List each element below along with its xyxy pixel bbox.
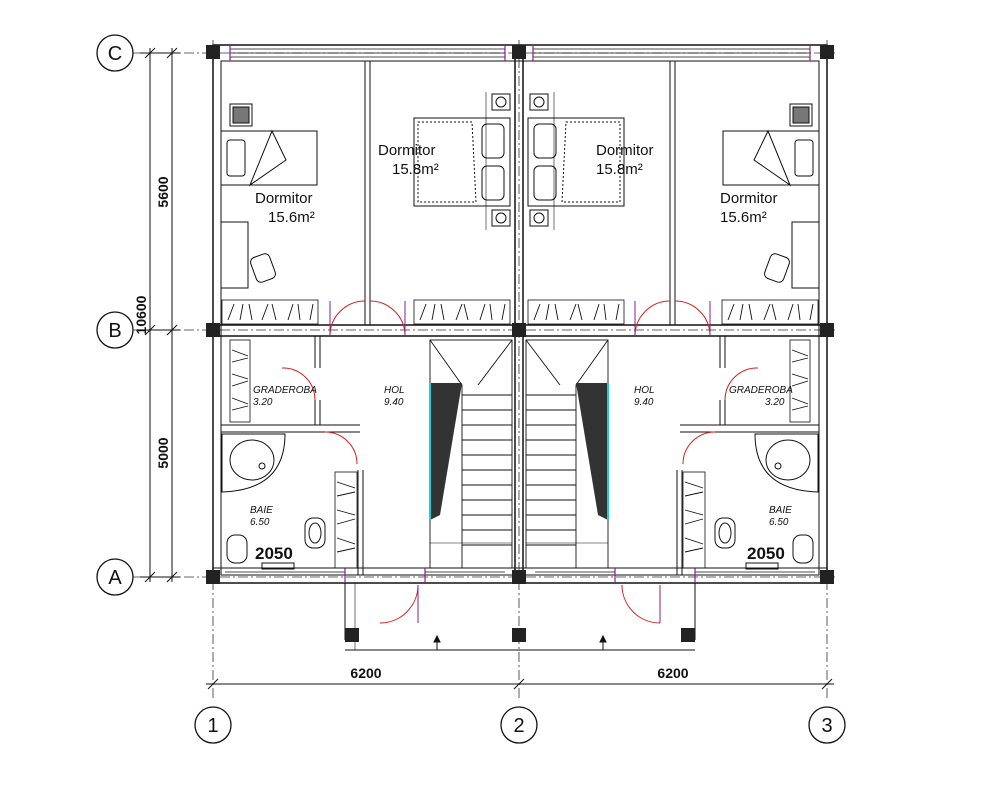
room-name-bath-right: BAIE: [769, 505, 792, 516]
stair-left-landing: [430, 383, 462, 520]
desk-left: [220, 221, 276, 289]
room-name-wardrobe-left: GRADEROBA: [253, 385, 317, 396]
axis-label-1: 1: [207, 715, 218, 737]
room-name-hall-right: HOL: [634, 385, 655, 396]
axis-label-2: 2: [513, 715, 524, 737]
room-name-bath-left: BAIE: [250, 505, 273, 516]
room-area-hall-left: 9.40: [384, 397, 404, 408]
room-area-bath-right: 6.50: [769, 517, 789, 528]
dim-vertical-total: 10600: [133, 295, 149, 334]
axis-label-3: 3: [821, 715, 832, 737]
dim-bath-right: 2050: [747, 544, 785, 563]
axis-bubble-C: C: [96, 34, 134, 72]
bathtub-left: [221, 433, 286, 493]
room-name-bedroom-small-left: Dormitor: [255, 190, 313, 207]
room-name-wardrobe-right: GRADEROBA: [729, 385, 793, 396]
room-area-bedroom-large-right: 15.8m²: [596, 161, 643, 178]
horizontal-dimensions: [206, 678, 834, 690]
fixtures-right: [714, 517, 814, 570]
vertical-dimensions: [140, 47, 180, 583]
dim-vertical-top: 5600: [155, 176, 171, 207]
room-area-wardrobe-left: 3.20: [253, 397, 273, 408]
stair-right-landing: [576, 383, 608, 520]
axis-bubble-2: 2: [500, 706, 538, 744]
fixtures-left: [226, 517, 326, 570]
room-area-bedroom-small-right: 15.6m²: [720, 209, 767, 226]
dim-bath-left: 2050: [255, 544, 293, 563]
axis-bubble-1: 1: [194, 706, 232, 744]
room-area-bath-left: 6.50: [250, 517, 270, 528]
room-name-bedroom-large-right: Dormitor: [596, 142, 654, 159]
room-area-bedroom-large-left: 15.8m²: [392, 161, 439, 178]
doors: [281, 300, 759, 624]
entrance-arrows: [433, 634, 607, 650]
axis-label-C: C: [108, 43, 122, 65]
room-area-wardrobe-right: 3.20: [765, 397, 785, 408]
room-name-bedroom-small-right: Dormitor: [720, 190, 778, 207]
axis-label-A: A: [108, 567, 122, 589]
double-bed-left: [413, 92, 511, 230]
walls: [212, 44, 828, 651]
window-marks: [229, 45, 811, 583]
dim-horizontal-left: 6200: [350, 665, 381, 681]
room-area-bedroom-small-left: 15.6m²: [268, 209, 315, 226]
closet-hangers: [227, 303, 814, 553]
room-area-hall-right: 9.40: [634, 397, 654, 408]
axis-bubble-B: B: [96, 311, 134, 349]
axis-label-B: B: [108, 320, 121, 342]
stair-right: [525, 339, 609, 569]
bathtub-right: [754, 433, 819, 493]
desk-right: [764, 221, 820, 289]
single-bed-right: [722, 103, 820, 187]
double-bed-right: [527, 92, 625, 230]
single-bed-left: [220, 103, 318, 187]
windows-top: [230, 48, 810, 58]
room-name-hall-left: HOL: [384, 385, 405, 396]
closets: [221, 299, 819, 569]
dim-horizontal-right: 6200: [657, 665, 688, 681]
dim-vertical-bottom: 5000: [155, 437, 171, 468]
axis-bubble-A: A: [96, 558, 134, 596]
room-name-bedroom-large-left: Dormitor: [378, 142, 436, 159]
axis-bubble-3: 3: [808, 706, 846, 744]
columns: [206, 45, 834, 642]
